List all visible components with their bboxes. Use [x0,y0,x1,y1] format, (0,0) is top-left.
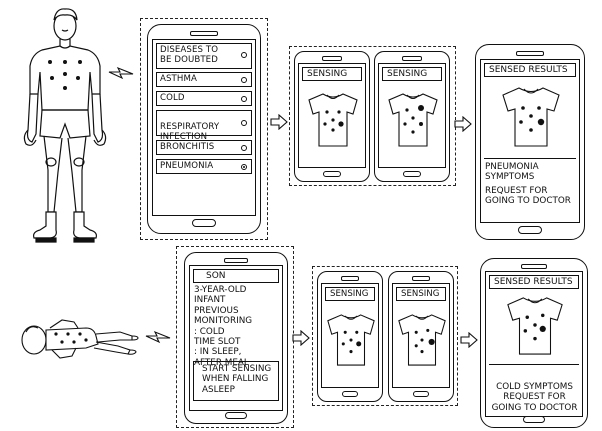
profile-group: SON 3-YEAR-OLD INFANT PREVIOUS MONITORIN… [176,246,294,428]
disease-option-cold[interactable]: COLD [156,91,252,106]
disease-option-bronchitis[interactable]: BRONCHITIS [156,140,252,155]
phone-screen: SENSING [378,63,446,168]
disease-option-pneumonia[interactable]: PNEUMONIA [156,159,252,174]
radio-respiratory-infection[interactable] [241,120,247,126]
phone-screen: SENSING [298,63,366,168]
diseases-title: DISEASES TO BE DOUBTED [156,43,252,69]
radio-pneumonia-selected[interactable] [241,164,247,170]
flow-arrow-icon [454,116,472,132]
results-divider [489,364,579,365]
sensing-group-top: SENSING SENSING [289,46,456,186]
flow-arrow-icon [460,332,478,348]
home-button[interactable] [518,226,542,234]
phone-screen: DISEASES TO BE DOUBTED ASTHMA COLD RESPI… [152,39,256,216]
phone-sensed-results-bottom: SENSED RESULTS COLD SYMPTOMS REQUEST FOR… [480,258,588,428]
shirt-sensor-icon [398,314,446,366]
phone-sensing-4: SENSING [388,271,454,402]
results-title: SENSED RESULTS [489,275,579,289]
sensing-label: SENSING [382,67,442,81]
radio-asthma[interactable] [241,77,247,83]
pneumonia-symptoms-text: PNEUMONIA SYMPTOMS [485,162,539,183]
shirt-sensor-icon [507,297,563,355]
phone-screen: SENSING [392,283,450,388]
home-button[interactable] [192,219,216,227]
title-radio[interactable] [241,52,247,58]
home-button[interactable] [523,416,545,423]
phone-sensing-3: SENSING [317,271,383,402]
phone-screen: SON 3-YEAR-OLD INFANT PREVIOUS MONITORIN… [189,265,283,411]
phone-screen: SENSING [321,283,379,388]
shirt-sensor-icon [388,93,438,147]
profile-details: 3-YEAR-OLD INFANT PREVIOUS MONITORING : … [194,285,253,368]
sensing-label: SENSING [325,287,375,301]
phone-screen: SENSED RESULTS COLD SYMPTOMS REQUEST FOR… [485,271,583,417]
sensing-group-bottom: SENSING SENSING [312,266,458,406]
wireless-signal-icon [108,66,134,80]
wireless-signal-icon [145,330,171,344]
shirt-sensor-icon [502,87,560,147]
flow-arrow-icon [270,114,288,130]
phone-sensing-1: SENSING [294,51,370,182]
phone-screen: SENSED RESULTS PNEUMONIA SYMPTOMS REQUES… [480,59,580,223]
phone-diseases: DISEASES TO BE DOUBTED ASTHMA COLD RESPI… [147,24,261,234]
shirt-sensor-icon [327,314,375,366]
phone-sensed-results-top: SENSED RESULTS PNEUMONIA SYMPTOMS REQUES… [475,44,585,240]
results-title: SENSED RESULTS [484,63,576,77]
sensing-label: SENSING [396,287,446,301]
shirt-sensor-icon [308,93,358,147]
flow-arrow-icon [292,330,310,346]
disease-option-respiratory-infection[interactable]: RESPIRATORY INFECTION [156,110,252,142]
diseases-selection-group: DISEASES TO BE DOUBTED ASTHMA COLD RESPI… [140,18,268,240]
phone-sensing-2: SENSING [374,51,450,182]
standing-person-figure [23,8,107,243]
results-divider [484,158,576,159]
sensing-label: SENSING [302,67,362,81]
home-button[interactable] [225,412,247,419]
phone-profile: SON 3-YEAR-OLD INFANT PREVIOUS MONITORIN… [184,252,288,424]
radio-bronchitis[interactable] [241,145,247,151]
start-sensing-button[interactable]: START SENSING WHEN FALLING ASLEEP [193,361,279,401]
disease-option-asthma[interactable]: ASTHMA [156,72,252,87]
cold-symptoms-text: COLD SYMPTOMS REQUEST FOR GOING TO DOCTO… [491,382,578,413]
radio-cold[interactable] [241,96,247,102]
lying-infant-figure [21,319,139,359]
request-doctor-text[interactable]: REQUEST FOR GOING TO DOCTOR [485,186,571,207]
profile-name: SON [193,269,279,283]
